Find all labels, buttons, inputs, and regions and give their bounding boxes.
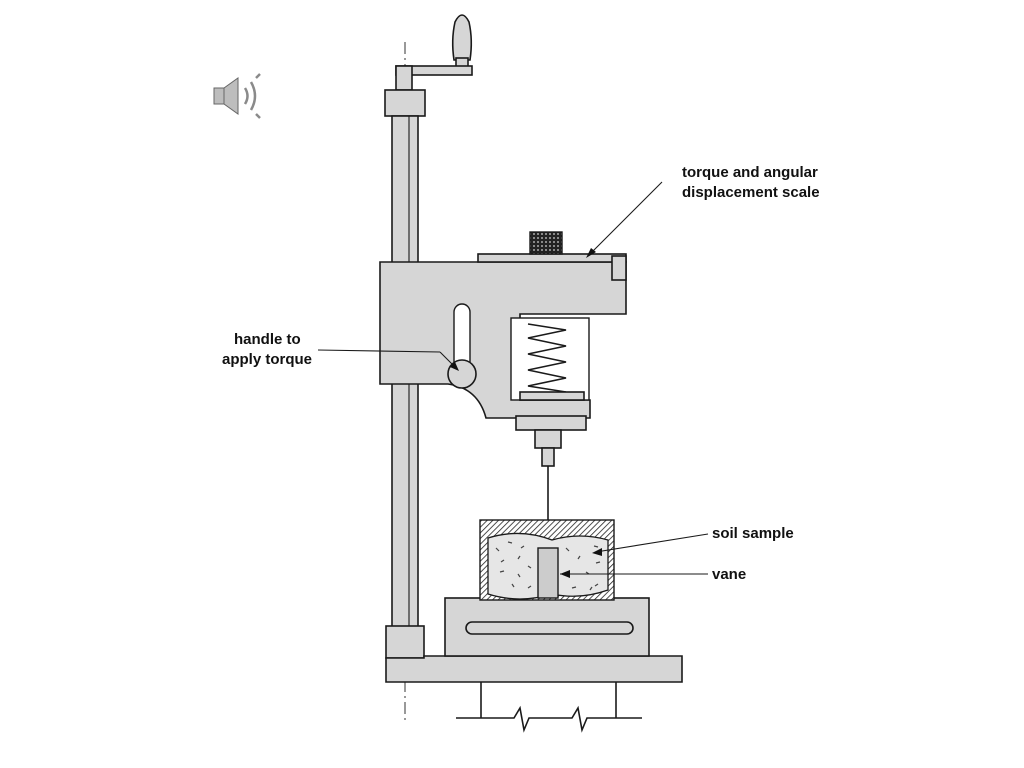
base-frame (385, 597, 683, 733)
speaker-icon[interactable] (213, 73, 261, 119)
label-torque-scale-line2: displacement scale (682, 184, 820, 201)
label-handle-line2: apply torque (222, 351, 312, 368)
label-torque-scale-line1: torque and angular (682, 164, 818, 181)
label-soil-sample: soil sample (712, 525, 794, 542)
leader-lines (317, 181, 709, 578)
label-vane: vane (712, 566, 746, 583)
crank-handle (395, 14, 473, 91)
label-handle-line1: handle to (234, 331, 301, 348)
soil-container (479, 519, 615, 601)
